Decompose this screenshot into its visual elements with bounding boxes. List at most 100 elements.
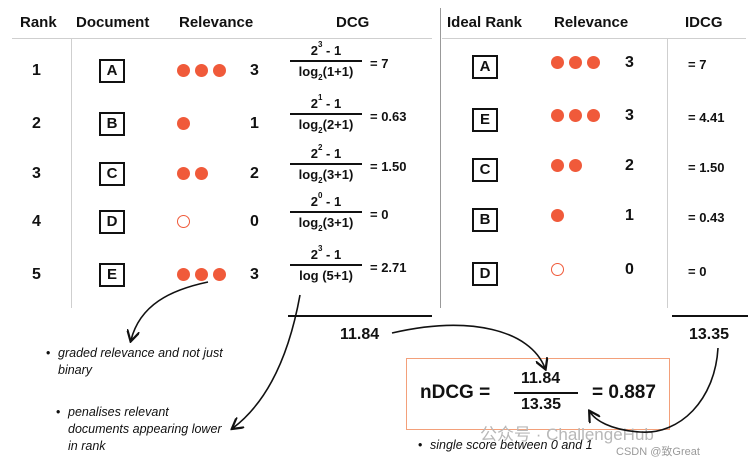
dcg-numerator: 20 - 1 bbox=[290, 191, 362, 211]
fraction-bar bbox=[290, 264, 362, 266]
fraction-bar bbox=[290, 211, 362, 213]
header-divider-right bbox=[442, 38, 746, 39]
relevance-dot bbox=[213, 64, 226, 77]
idcg-sum-line bbox=[672, 315, 748, 317]
document-box: E bbox=[99, 263, 125, 287]
relevance-dot bbox=[213, 268, 226, 281]
header-dcg: DCG bbox=[336, 14, 370, 31]
denominator-tail: (5+1) bbox=[318, 268, 353, 283]
numerator-exponent: 3 bbox=[317, 40, 323, 49]
numerator-base: 2 bbox=[310, 146, 318, 161]
header-ideal-relevance: Relevance bbox=[554, 14, 629, 31]
numerator-tail: - 1 bbox=[322, 146, 342, 161]
note-single-score: • single score between 0 and 1 bbox=[418, 437, 650, 454]
denominator-tail: (2+1) bbox=[322, 117, 354, 132]
fraction-bar bbox=[290, 113, 362, 115]
dcg-denominator: log2(2+1) bbox=[290, 115, 362, 135]
header-rank: Rank bbox=[20, 14, 57, 31]
numerator-base: 2 bbox=[310, 43, 318, 58]
ideal-relevance-dots bbox=[551, 263, 564, 276]
rank-number: 4 bbox=[32, 213, 41, 230]
numerator-tail: - 1 bbox=[322, 194, 342, 209]
ideal-relevance-value: 2 bbox=[625, 157, 634, 174]
relevance-dot bbox=[587, 109, 600, 122]
watermark-sub: CSDN @致Great bbox=[616, 446, 700, 458]
denominator-tail: (1+1) bbox=[322, 64, 354, 79]
denominator-base: log bbox=[298, 64, 319, 79]
denominator-subscript: 2 bbox=[318, 126, 323, 135]
relevance-dot bbox=[177, 167, 190, 180]
relevance-dot bbox=[587, 56, 600, 69]
arrow-to-graded-note bbox=[131, 281, 209, 340]
dcg-numerator: 23 - 1 bbox=[290, 244, 362, 264]
denominator-base: log bbox=[298, 215, 319, 230]
ndcg-denominator: 13.35 bbox=[521, 396, 562, 413]
relevance-dot-empty bbox=[551, 263, 564, 276]
idcg-value: = 7 bbox=[688, 57, 707, 72]
relevance-dot bbox=[195, 64, 208, 77]
relevance-dot bbox=[569, 109, 582, 122]
relevance-dots bbox=[177, 167, 208, 180]
denominator-base: log bbox=[298, 167, 319, 182]
rank-number: 2 bbox=[32, 115, 41, 132]
dcg-numerator: 22 - 1 bbox=[290, 143, 362, 163]
relevance-dots bbox=[177, 215, 190, 228]
dcg-value: = 1.50 bbox=[370, 159, 407, 174]
denominator-subscript: 2 bbox=[318, 224, 323, 233]
dcg-denominator: log2(3+1) bbox=[290, 165, 362, 185]
header-idcg: IDCG bbox=[685, 14, 723, 31]
relevance-dot bbox=[569, 159, 582, 172]
numerator-exponent: 1 bbox=[317, 93, 323, 102]
ndcg-fraction-bar bbox=[514, 392, 578, 394]
numerator-tail: - 1 bbox=[322, 96, 342, 111]
header-relevance: Relevance bbox=[179, 14, 254, 31]
numerator-tail: - 1 bbox=[322, 247, 342, 262]
document-box: B bbox=[99, 112, 125, 136]
numerator-exponent: 3 bbox=[317, 244, 323, 253]
header-ideal-rank: Ideal Rank bbox=[447, 14, 523, 31]
header-divider-left bbox=[12, 38, 432, 39]
ndcg-result: = 0.887 bbox=[592, 382, 656, 403]
dcg-value: = 2.71 bbox=[370, 260, 407, 275]
ideal-relevance-value: 3 bbox=[625, 107, 634, 124]
idcg-value: = 0.43 bbox=[688, 210, 725, 225]
rank-number: 3 bbox=[32, 165, 41, 182]
denominator-base: log bbox=[298, 117, 319, 132]
ideal-document-box: A bbox=[472, 55, 498, 79]
relevance-dot bbox=[195, 167, 208, 180]
numerator-base: 2 bbox=[310, 247, 318, 262]
denominator-subscript: 2 bbox=[318, 176, 323, 185]
ndcg-numerator: 11.84 bbox=[521, 370, 561, 387]
idcg-value: = 1.50 bbox=[688, 160, 725, 175]
relevance-dot-empty bbox=[177, 215, 190, 228]
note-bullet: • bbox=[418, 438, 423, 452]
column-divider-right bbox=[667, 38, 668, 308]
note-bullet: • bbox=[56, 405, 61, 419]
relevance-value: 3 bbox=[250, 266, 259, 283]
relevance-dot bbox=[551, 159, 564, 172]
arrow-dcg-to-numerator bbox=[391, 324, 545, 368]
relevance-value: 1 bbox=[250, 115, 259, 132]
denominator-subscript: 2 bbox=[318, 73, 323, 82]
note-penalises: • penalises relevant documents appearing… bbox=[56, 404, 228, 455]
ideal-relevance-value: 1 bbox=[625, 207, 634, 224]
dcg-numerator: 21 - 1 bbox=[290, 93, 362, 113]
ideal-document-box: C bbox=[472, 158, 498, 182]
ndcg-label: nDCG = bbox=[420, 382, 491, 403]
dcg-total: 11.84 bbox=[340, 326, 380, 343]
document-box: C bbox=[99, 162, 125, 186]
ideal-relevance-dots bbox=[551, 109, 600, 122]
dcg-numerator: 23 - 1 bbox=[290, 40, 362, 60]
column-divider-center bbox=[440, 8, 441, 308]
dcg-denominator: log (5+1) bbox=[290, 266, 362, 286]
header-document: Document bbox=[76, 14, 150, 31]
denominator-base: log bbox=[299, 268, 319, 283]
relevance-dots bbox=[177, 268, 226, 281]
dcg-denominator: log2(3+1) bbox=[290, 213, 362, 233]
ideal-relevance-value: 0 bbox=[625, 261, 634, 278]
fraction-bar bbox=[290, 60, 362, 62]
